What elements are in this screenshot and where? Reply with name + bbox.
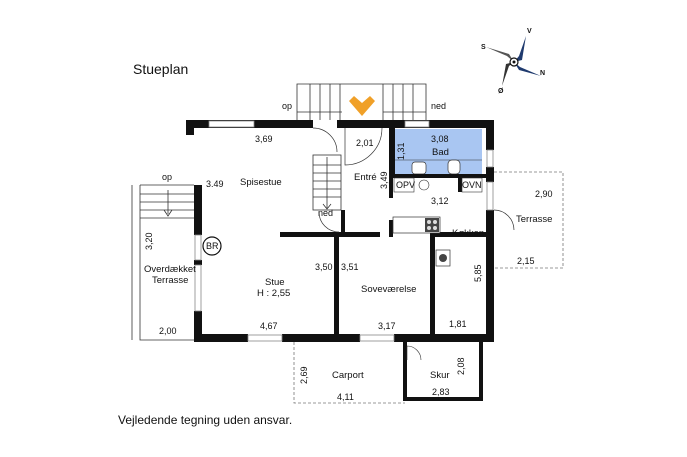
room-ovn: OVN	[462, 180, 482, 190]
room-entre: Entré	[354, 172, 377, 183]
room-terrasse: Terrasse	[516, 214, 552, 225]
dim-kitchen-depth: 5,85	[473, 264, 483, 282]
dim-bad-depth: 1,31	[396, 142, 406, 160]
room-opv: OPV	[396, 180, 415, 190]
compass-south-label: S	[481, 44, 486, 51]
dim-carport-depth: 2,69	[299, 366, 309, 384]
page-title: Stueplan	[133, 61, 189, 77]
dim-carport-width: 4,11	[337, 392, 354, 402]
dim-spisestue-width: 3,69	[255, 134, 273, 144]
dim-spisestue-depth: 3.49	[206, 179, 224, 189]
skur-outline	[403, 342, 483, 401]
room-stue: Stue	[265, 277, 285, 288]
dim-overdaekket-depth: 3,20	[144, 232, 154, 250]
doors	[312, 127, 515, 233]
top-stair-op-label: op	[282, 101, 292, 111]
dim-entre-depth: 3,49	[379, 171, 389, 189]
room-overdaekket-line2: Terrasse	[152, 275, 188, 286]
entrance-arrow-icon	[349, 96, 375, 116]
dim-terrace-right-width: 2,15	[517, 256, 535, 266]
room-skur: Skur	[430, 370, 450, 381]
room-spisestue: Spisestue	[240, 177, 282, 188]
dim-sove-depth: 3,51	[341, 262, 359, 272]
room-bad: Bad	[432, 147, 449, 158]
left-stair-op-label: op	[162, 172, 172, 182]
bad-toilet-icon	[447, 159, 461, 175]
bad-sink-icon	[411, 161, 427, 175]
dim-stue-depth: 3,50	[315, 262, 333, 272]
compass-north-label: N	[540, 70, 545, 77]
disclaimer-text: Vejledende tegning uden ansvar.	[118, 413, 293, 427]
kitchen-fixtures	[392, 177, 483, 267]
dim-bad-width: 3,08	[431, 134, 449, 144]
dim-entre-width: 2,01	[356, 138, 374, 148]
compass-east-label: Ø	[498, 88, 504, 95]
dim-kitchen-width: 3,12	[431, 196, 449, 206]
compass-icon: V S N Ø	[481, 28, 545, 95]
top-stair-ned-label: ned	[431, 101, 446, 111]
top-stair	[296, 83, 427, 120]
left-stair	[131, 184, 194, 341]
inner-stair-ned-label: ned	[318, 208, 333, 218]
dim-sove-width: 3,17	[378, 321, 396, 331]
bad-room-fill	[395, 129, 482, 176]
room-kokken: Køkken	[452, 228, 484, 239]
dim-terrace-right-depth: 2,90	[535, 189, 553, 199]
room-overdaekket-line1: Overdækket	[144, 264, 196, 275]
room-stue-height: H : 2,55	[257, 288, 290, 299]
room-carport: Carport	[332, 370, 364, 381]
inner-stair	[312, 154, 342, 211]
windows	[194, 120, 494, 342]
room-sovevaerelse: Soveværelse	[361, 284, 416, 295]
dim-overdaekket-width: 2,00	[159, 326, 177, 336]
dim-skur-width: 2,83	[432, 387, 450, 397]
carport-outline	[293, 342, 405, 404]
dim-skur-depth: 2,08	[456, 357, 466, 375]
br-symbol	[202, 236, 222, 256]
compass-west-label: V	[527, 28, 532, 35]
right-terrace-outline	[494, 171, 564, 269]
br-label: BR	[206, 241, 219, 251]
dim-stue-width: 4,67	[260, 321, 278, 331]
dim-room-right-width: 1,81	[449, 319, 467, 329]
